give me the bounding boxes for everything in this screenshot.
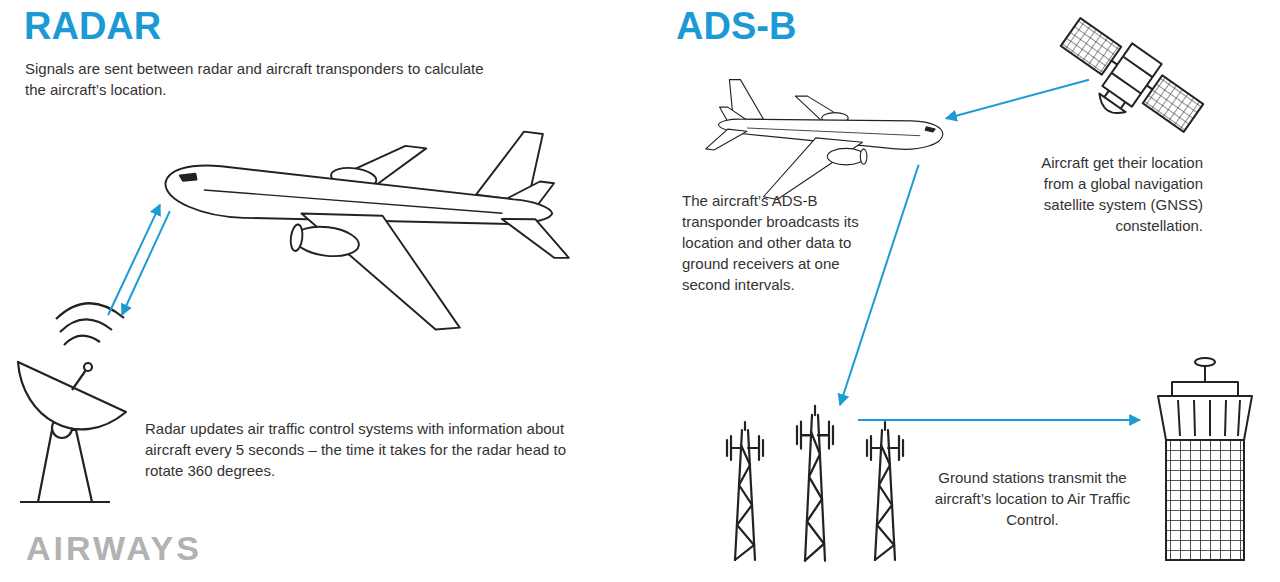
illustration-part <box>1102 43 1161 106</box>
control-tower <box>1158 358 1252 560</box>
signal-arrow <box>108 205 160 315</box>
illustration-part <box>1195 358 1215 366</box>
satellite-node: Aircraft get their location from a globa… <box>1060 15 1205 135</box>
signal-arrow <box>946 80 1089 119</box>
illustration-part <box>64 336 100 345</box>
illustration-part <box>1061 18 1121 75</box>
illustration-part <box>1166 440 1244 560</box>
illustration-part <box>84 363 92 371</box>
section-heading: RADAR <box>24 4 161 48</box>
illustration-part <box>1172 382 1238 396</box>
illustration-part <box>797 406 833 561</box>
illustration-part <box>1143 75 1203 132</box>
aircraft-node: Signals are sent between radar and aircr… <box>160 110 570 330</box>
signal-arrow <box>840 165 919 405</box>
illustration-part <box>706 80 943 200</box>
description-text: Radar updates air traffic control system… <box>145 418 585 481</box>
illustration-part <box>18 362 126 429</box>
satellite <box>1046 11 1208 154</box>
illustration-part <box>727 422 763 560</box>
radar-dish-node: Radar updates air traffic control system… <box>15 315 130 505</box>
ground-station-node: Ground stations transmit the aircraft’s … <box>712 405 912 560</box>
description-text: Ground stations transmit the aircraft’s … <box>930 467 1135 530</box>
ground-stations <box>727 406 903 561</box>
description-text: The aircraft’s ADS-B transponder broadca… <box>682 190 864 295</box>
illustration-part <box>152 89 584 344</box>
description-text: Signals are sent between radar and aircr… <box>25 58 485 100</box>
adsb-aircraft <box>706 80 943 200</box>
brand-watermark: AIRWAYS <box>26 528 202 568</box>
section-heading: ADS-B <box>676 4 796 48</box>
illustration-part <box>1178 400 1240 436</box>
radar-dish <box>18 303 126 502</box>
signal-arrow <box>122 211 170 315</box>
illustration-part <box>1112 56 1153 93</box>
illustration-part <box>867 422 903 560</box>
illustration-part <box>56 303 124 319</box>
illustration-part <box>60 319 112 332</box>
illustration-part <box>1158 396 1252 440</box>
illustration-part <box>20 501 110 503</box>
aircraft-node: The aircraft’s ADS-B transponder broadca… <box>718 80 946 190</box>
radar-aircraft <box>152 89 584 344</box>
description-text: Aircraft get their location from a globa… <box>1040 152 1203 236</box>
illustration-part <box>72 370 86 390</box>
illustration-part <box>1166 440 1244 560</box>
transmit-arrow <box>858 419 1140 421</box>
illustration-part <box>38 430 92 502</box>
illustration-part <box>1094 94 1125 120</box>
